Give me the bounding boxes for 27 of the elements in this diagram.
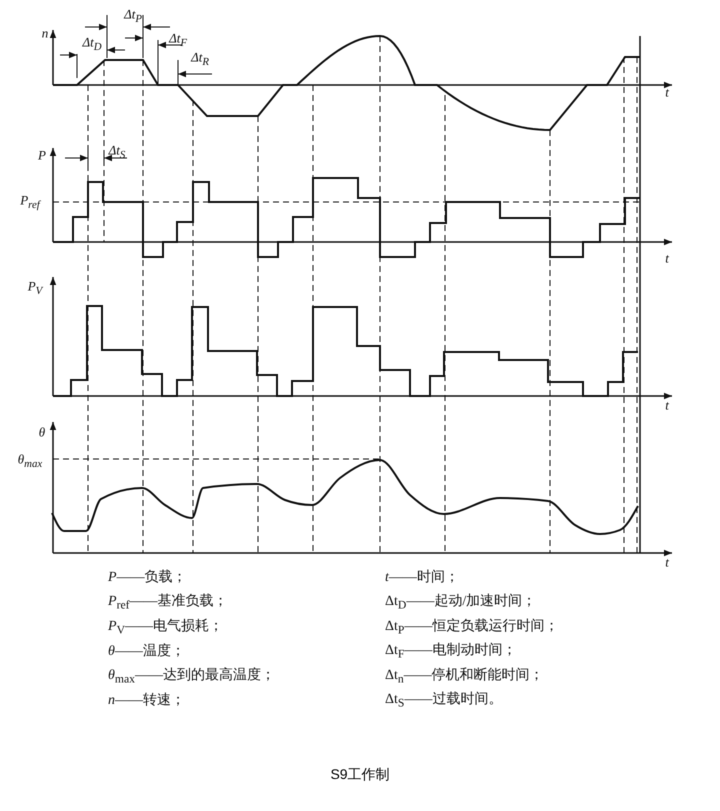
- legend-entry: t——时间；: [385, 571, 459, 585]
- interval-label: Δt$_{R}$: [191, 50, 209, 68]
- axis-label: t: [665, 252, 669, 264]
- legend-entry: P$_{V}$——电气损耗；: [108, 620, 223, 636]
- legend-entry: P——负载；: [108, 571, 187, 585]
- legend-entry: θ$_{max}$——达到的最高温度；: [108, 668, 275, 686]
- legend-entry: Δt$_{P}$——恒定负载运行时间；: [385, 620, 558, 636]
- legend-entry: Δt$_{S}$——过载时间。: [385, 692, 502, 710]
- interval-label: Δt$_{F}$: [169, 31, 187, 49]
- axis-label: P$_{ref}$: [20, 193, 40, 211]
- legend-entry: Δt$_{F}$——电制动时间；: [385, 644, 516, 660]
- axis-label: t: [665, 398, 669, 412]
- legend-entry: θ——温度；: [108, 645, 185, 659]
- axis-label: t: [665, 86, 669, 98]
- interval-label: Δt$_{D}$: [82, 35, 102, 53]
- axis-label: n: [42, 26, 48, 40]
- axis-label: t: [665, 556, 669, 568]
- axis-label: θ: [38, 426, 46, 438]
- interval-label: Δt$_{P}$: [124, 7, 142, 25]
- legend-entry: n——转速；: [108, 694, 185, 708]
- legend-entry: Δt$_{n}$——停机和断能时间；: [385, 668, 544, 686]
- legend-entry: Δt$_{D}$——起动/加速时间；: [385, 594, 536, 612]
- figure-caption: S9工作制: [329, 766, 391, 784]
- axis-label: P$_{V}$: [28, 279, 42, 297]
- legend-entry: P$_{ref}$——基准负载；: [108, 594, 228, 612]
- axis-label: P: [38, 148, 46, 162]
- axis-label: θ$_{max}$: [18, 452, 42, 470]
